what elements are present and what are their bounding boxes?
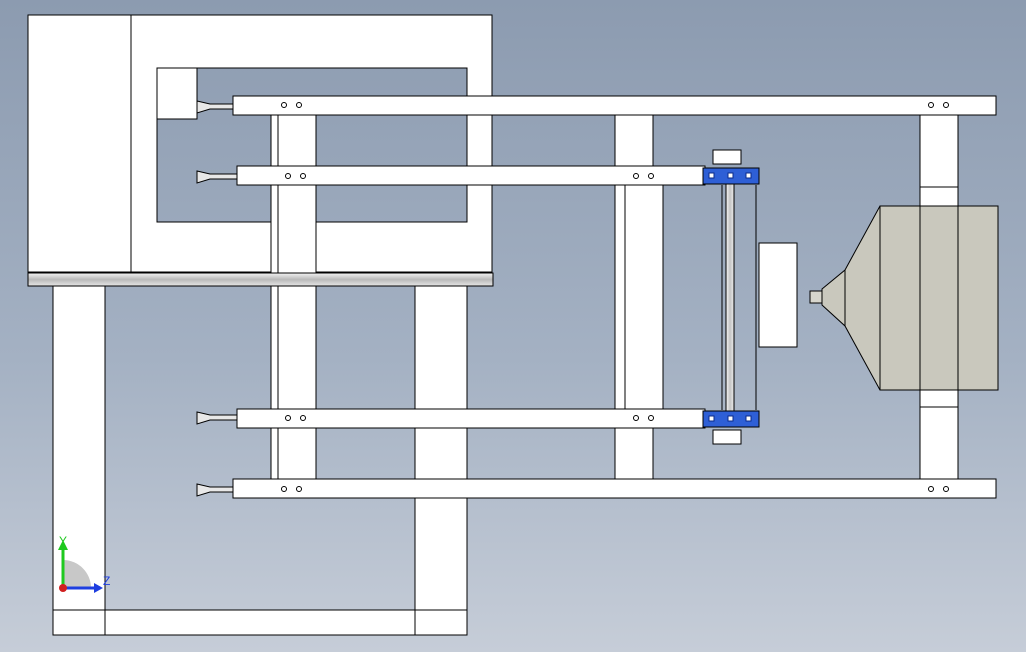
roller-shaft[interactable] xyxy=(725,169,735,423)
shaft-cap-bottom[interactable] xyxy=(712,429,742,445)
housing-plate[interactable] xyxy=(27,14,493,273)
guide-rod[interactable] xyxy=(27,272,494,287)
hopper-nozzle[interactable] xyxy=(809,290,823,304)
base-frame[interactable] xyxy=(52,284,468,636)
coordinate-triad: Y Z xyxy=(58,534,110,593)
z-axis-label: Z xyxy=(103,574,110,588)
x-axis-dot xyxy=(59,584,67,592)
rail-top[interactable] xyxy=(232,95,997,116)
base-right-post[interactable] xyxy=(414,284,468,636)
upper-housing[interactable] xyxy=(27,14,493,273)
hopper-cone[interactable] xyxy=(821,205,881,391)
bolt-holes xyxy=(281,102,949,492)
housing-block[interactable] xyxy=(156,67,198,120)
suction-cup-1[interactable] xyxy=(196,100,234,114)
y-axis-label: Y xyxy=(59,534,67,548)
hopper-assembly[interactable] xyxy=(809,205,999,391)
suction-cup-3[interactable] xyxy=(196,411,238,425)
suction-cup-4[interactable] xyxy=(196,483,234,497)
rail-bottom[interactable] xyxy=(232,478,997,499)
suction-cup-2[interactable] xyxy=(196,170,238,184)
roller-shaft-assembly[interactable] xyxy=(702,149,760,445)
suction-cups[interactable] xyxy=(196,100,238,497)
base-bottom-beam[interactable] xyxy=(52,609,468,636)
triad-plane-icon xyxy=(63,560,91,588)
frame-post-4[interactable] xyxy=(624,184,664,411)
shaft-cap-top[interactable] xyxy=(712,149,742,165)
mount-plate[interactable] xyxy=(758,242,798,348)
